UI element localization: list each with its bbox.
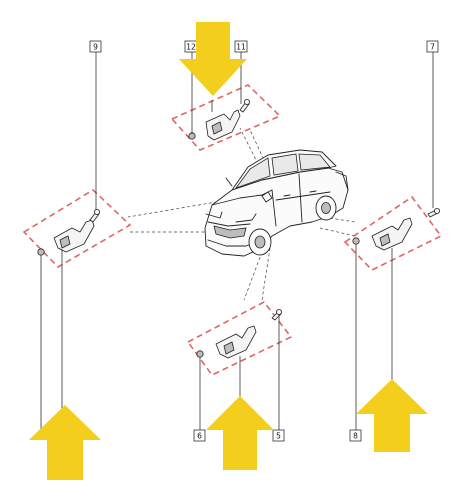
- car-illustration: [204, 149, 349, 257]
- yellow-up-arrow: [29, 405, 101, 480]
- callout-9: 9: [89, 40, 102, 53]
- yellow-down-arrow: [179, 22, 247, 96]
- svg-text:11: 11: [236, 43, 246, 52]
- svg-text:8: 8: [353, 432, 358, 441]
- hinge-group-bottom: [186, 300, 293, 430]
- hinge-group-right: [343, 52, 443, 430]
- yellow-up-arrow: [206, 396, 274, 470]
- callout-6: 6: [193, 429, 206, 442]
- svg-text:9: 9: [93, 43, 98, 52]
- callout-7: 7: [426, 40, 439, 53]
- callout-12: 12: [184, 40, 198, 53]
- svg-text:5: 5: [276, 432, 281, 441]
- dashed-connectors: [127, 127, 356, 301]
- svg-text:12: 12: [186, 43, 196, 52]
- yellow-up-arrow: [356, 379, 428, 452]
- svg-text:6: 6: [197, 432, 202, 441]
- callout-5: 5: [272, 429, 285, 442]
- callout-8: 8: [349, 429, 362, 442]
- svg-text:7: 7: [430, 43, 435, 52]
- hinge-group-top: [170, 50, 282, 151]
- hinge-group-left: [22, 52, 132, 430]
- callout-11: 11: [234, 40, 248, 53]
